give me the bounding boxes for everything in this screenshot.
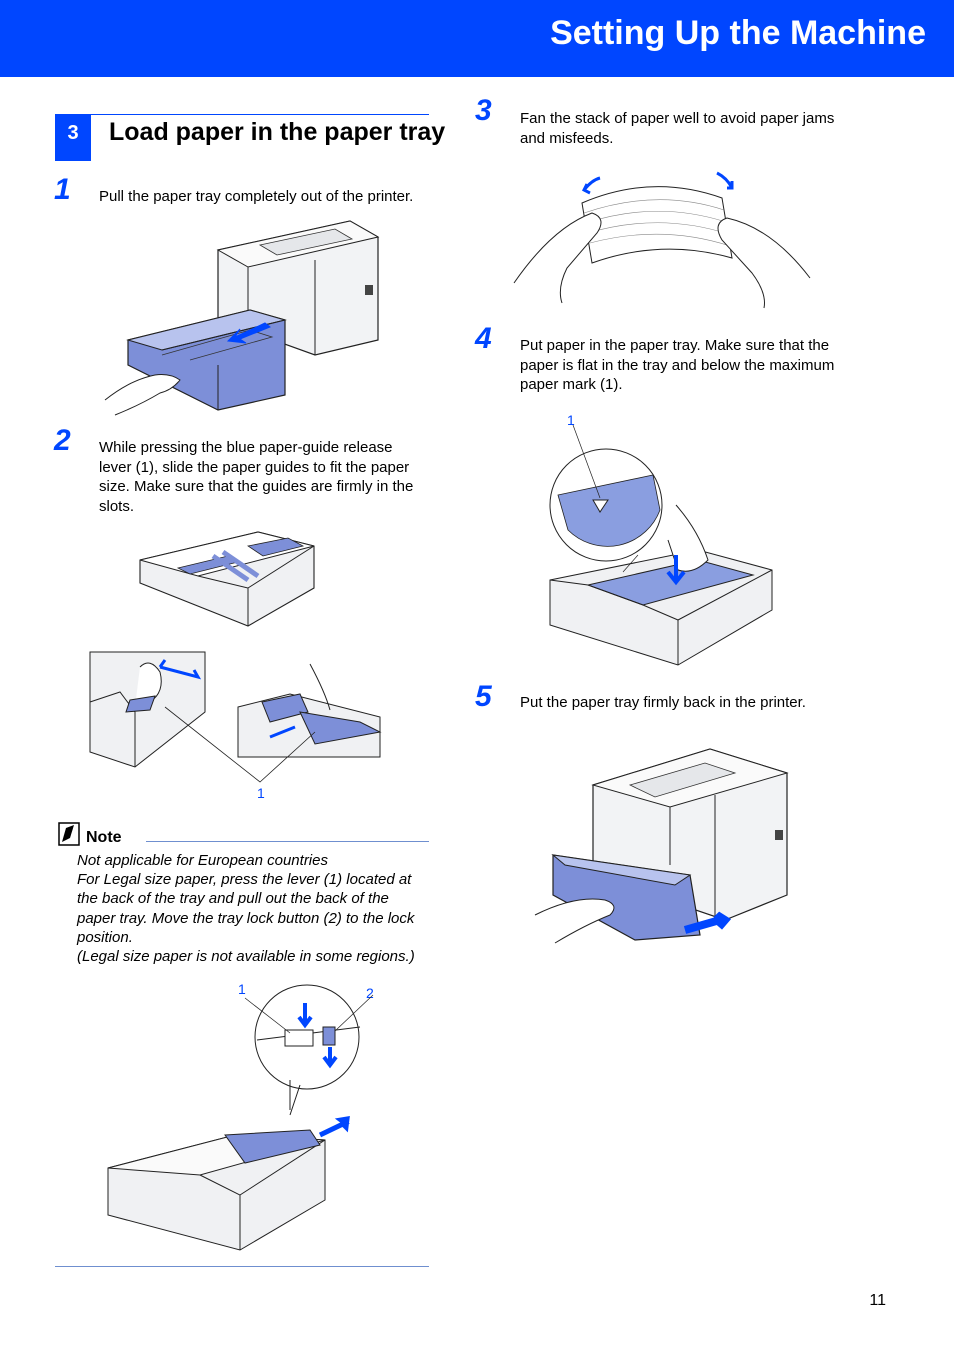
left-column-bottom-rule	[55, 1266, 429, 1267]
note-callout-lever: 1	[238, 981, 246, 997]
section-number: 3	[55, 115, 91, 161]
legal-size-tray-illustration	[107, 984, 374, 1251]
note-pencil-icon	[58, 822, 80, 846]
note-label: Note	[86, 829, 122, 846]
insert-tray-illustration	[534, 748, 789, 944]
step-2-callout-lever: 1	[257, 785, 265, 801]
step-3-text: Fan the stack of paper well to avoid pap…	[520, 110, 835, 147]
page-number: 11	[869, 1292, 886, 1309]
step-5-number: 5	[475, 680, 492, 713]
tray-guides-illustration	[139, 531, 315, 627]
note-callout-lock: 2	[366, 985, 374, 1001]
step-5-text: Put the paper tray firmly back in the pr…	[520, 694, 806, 711]
note-text: Not applicable for European countries Fo…	[77, 852, 415, 966]
step-3-number: 3	[475, 94, 492, 127]
step-2-text: While pressing the blue paper-guide rele…	[99, 439, 414, 515]
section-title: Load paper in the paper tray	[109, 118, 446, 146]
step-1-text: Pull the paper tray completely out of th…	[99, 188, 414, 205]
step-1-number: 1	[54, 173, 71, 206]
step-2-number: 2	[54, 424, 71, 457]
step-4-callout-mark: 1	[567, 412, 575, 428]
step-4-text: Put paper in the paper tray. Make sure t…	[520, 337, 835, 393]
note-rule	[146, 841, 429, 842]
step-4-number: 4	[475, 322, 492, 355]
paper-in-tray-illustration	[549, 424, 773, 666]
paper-guide-release-illustration	[89, 651, 382, 783]
fan-paper-illustration	[513, 171, 811, 309]
page-title: Setting Up the Machine	[550, 14, 926, 52]
section-rule	[55, 114, 429, 115]
header-band: Setting Up the Machine	[0, 0, 954, 77]
printer-tray-pull-illustration	[104, 220, 380, 416]
